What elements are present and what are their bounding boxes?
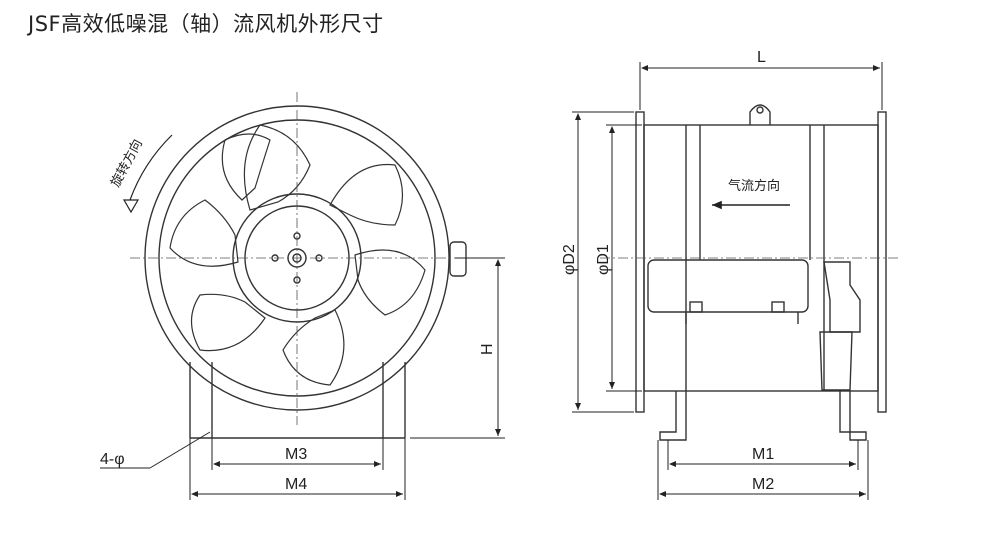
right-foot <box>839 391 867 441</box>
rotation-arrow <box>122 134 173 214</box>
terminal-box <box>823 261 861 333</box>
D2-label: φD2 <box>561 244 578 275</box>
motor <box>647 259 809 313</box>
M4-label: M4 <box>285 476 307 493</box>
left-foot <box>659 391 687 441</box>
blades <box>169 124 426 386</box>
side-view <box>635 104 887 441</box>
M2-label: M2 <box>752 476 774 493</box>
D1-label: φD1 <box>595 244 612 275</box>
lifting-eye <box>749 104 771 125</box>
drawing-title: JSF高效低噪混（轴）流风机外形尺寸 <box>28 12 384 36</box>
junction-box <box>449 241 467 277</box>
L-label: L <box>757 49 766 66</box>
right-flange <box>877 111 887 413</box>
airflow-label: 气流方向 <box>728 178 780 194</box>
M3-label: M3 <box>285 446 307 463</box>
M1-label: M1 <box>752 446 774 463</box>
front-view <box>144 105 467 439</box>
H-label: H <box>479 343 496 355</box>
holes-label: 4-φ <box>100 451 125 468</box>
rotation-label: 旋转方向 <box>107 136 146 189</box>
left-flange <box>635 111 645 413</box>
